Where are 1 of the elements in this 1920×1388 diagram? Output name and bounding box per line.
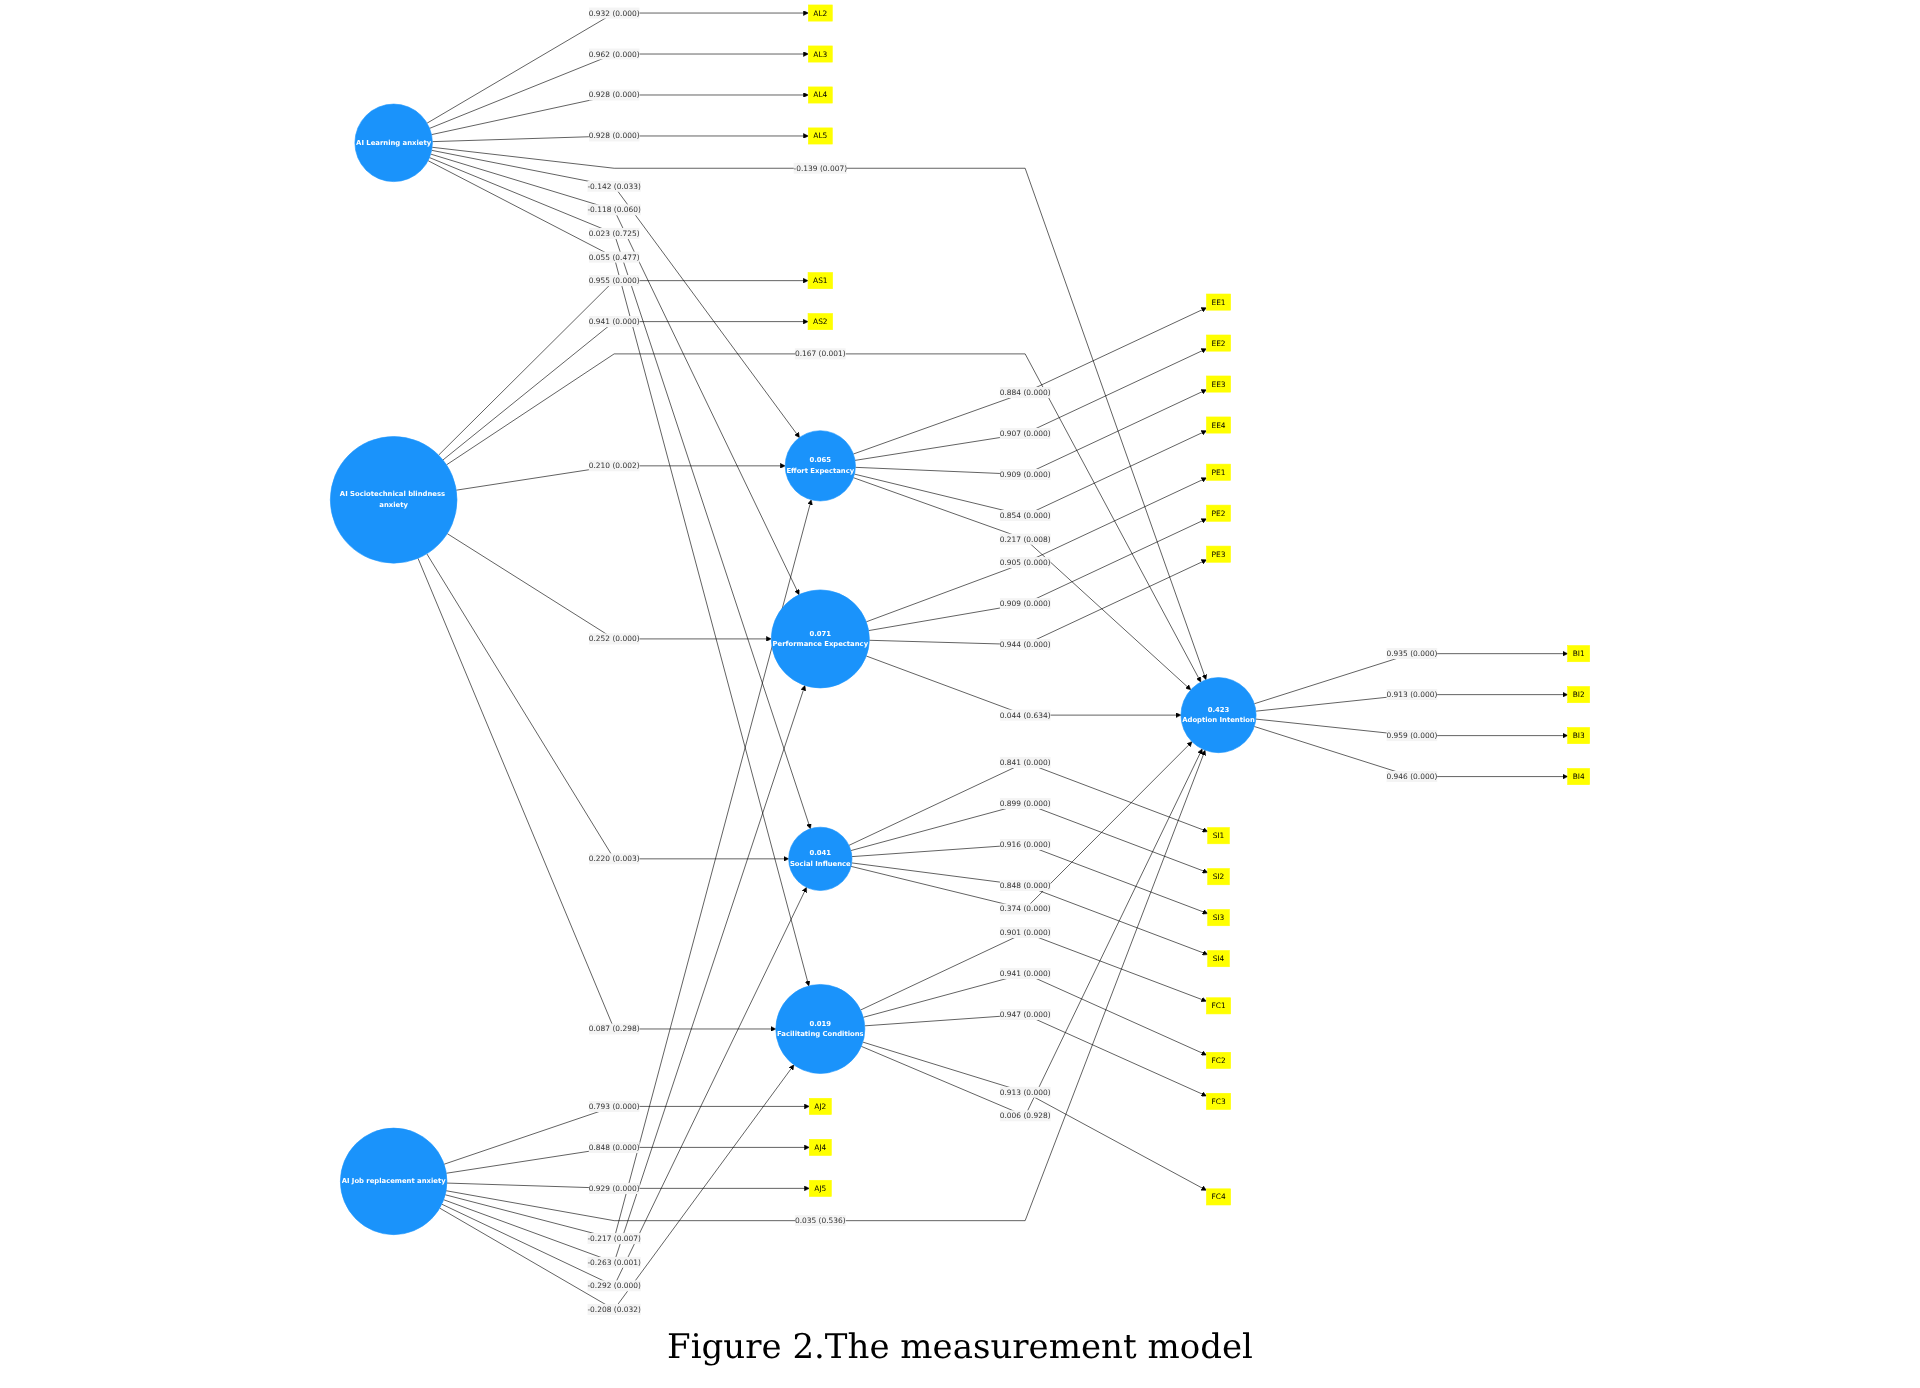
- figure-caption: Figure 2.The measurement model: [667, 1328, 1253, 1368]
